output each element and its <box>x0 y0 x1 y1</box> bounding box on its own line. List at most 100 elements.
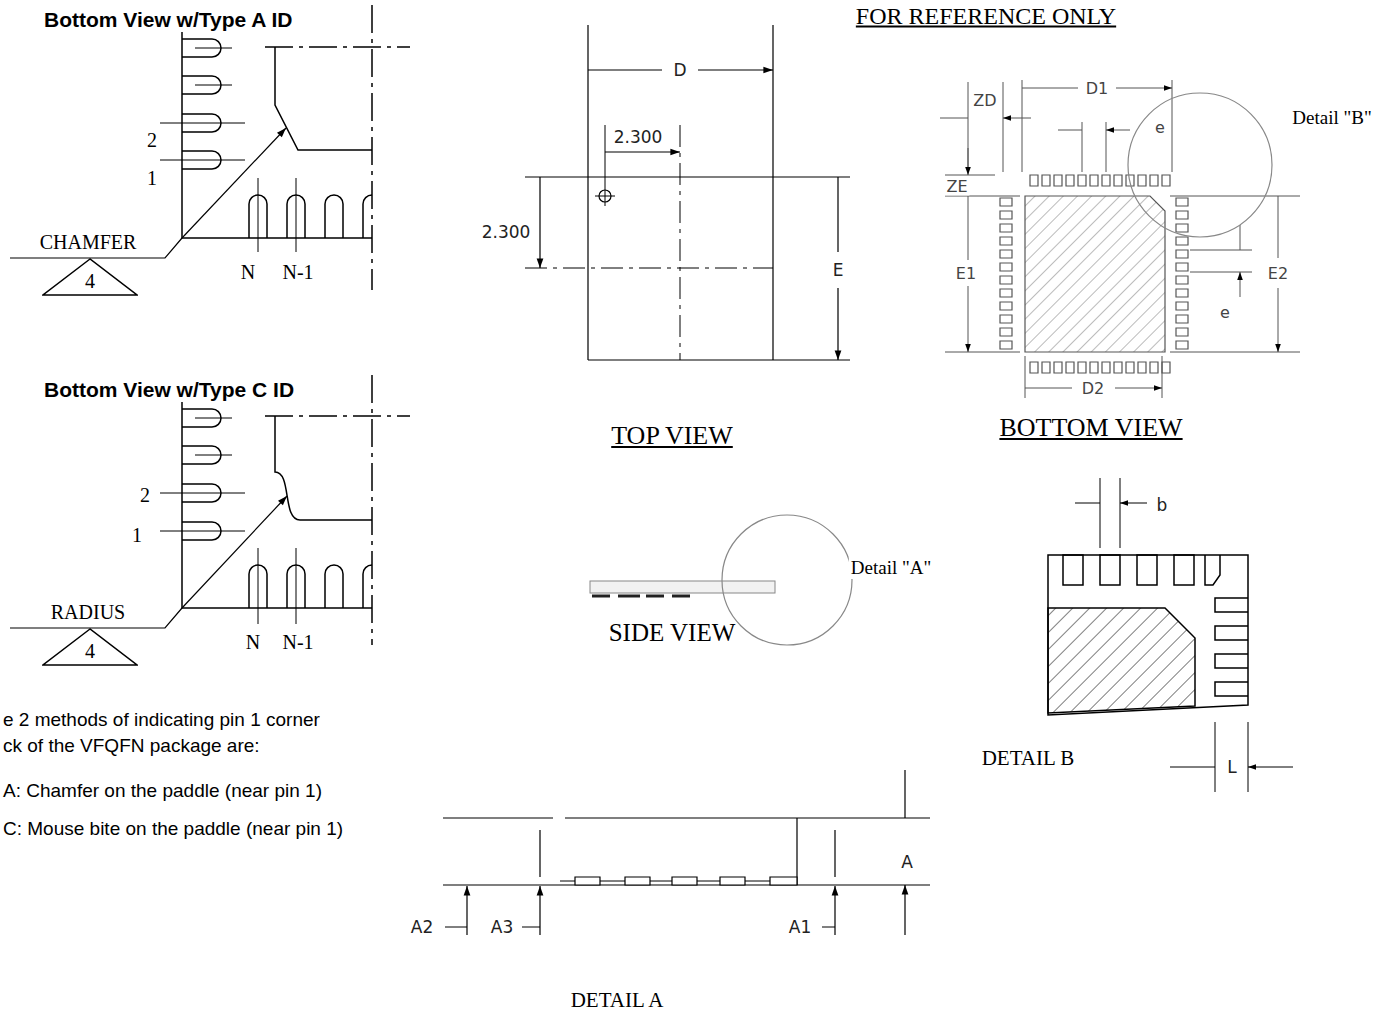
leader-line <box>822 927 835 928</box>
pin-number: 1 <box>145 167 159 190</box>
note-text: ck of the VFQFN package are: <box>1 735 262 757</box>
dimension-label: D1 <box>1084 79 1111 98</box>
detail-title: DETAIL A <box>569 988 666 1013</box>
dimension-arrow <box>539 177 540 268</box>
extension-line <box>605 125 606 186</box>
dimension-label: ZE <box>944 177 969 196</box>
dimension-arrow <box>904 770 905 935</box>
triangle-outline <box>43 259 137 295</box>
bottom-view <box>940 80 1300 398</box>
extension-line <box>1190 250 1252 272</box>
pin-leader <box>160 418 245 531</box>
dimension-label: D <box>671 60 688 80</box>
dimension-label: A1 <box>787 917 813 937</box>
dimension-arrow <box>834 830 835 935</box>
extension-line <box>1082 122 1106 172</box>
dimension-value: 2.300 <box>480 222 533 242</box>
dimension-arrow <box>968 148 969 175</box>
callout-triangle: 4 <box>42 258 138 296</box>
pin-column <box>1176 198 1188 349</box>
detail-a <box>443 770 930 935</box>
pin-row <box>1063 555 1220 585</box>
detail-label: Detail "A" <box>849 557 933 579</box>
drawing-note: FOR REFERENCE ONLY <box>854 3 1118 30</box>
callout-leader <box>10 238 182 258</box>
extension-line <box>1025 356 1162 398</box>
dimension-arrow <box>605 151 680 152</box>
dimension-arrow <box>1075 503 1147 504</box>
dimension-label: E2 <box>1266 264 1290 283</box>
dimension-arrow <box>1058 130 1130 131</box>
extension-line <box>968 82 1003 172</box>
callout-number: 4 <box>85 270 95 292</box>
triangle-outline <box>42 628 138 666</box>
pin-name: N <box>239 261 257 284</box>
pin-column <box>1215 598 1248 696</box>
package-outline <box>182 20 372 238</box>
dimension-arrow <box>1025 388 1162 389</box>
pin-column <box>1000 198 1012 349</box>
dimension-arrow <box>940 118 1031 119</box>
dimension-arrow <box>1170 767 1293 768</box>
dimension-label: A2 <box>409 917 435 937</box>
package-body <box>590 581 775 593</box>
extension-line <box>1100 478 1120 548</box>
view-title: BOTTOM VIEW <box>997 413 1184 443</box>
note-text: A: Chamfer on the paddle (near pin 1) <box>1 780 324 802</box>
dimension-label: e <box>1218 303 1232 322</box>
dimension-arrow <box>588 69 773 70</box>
dimension-label: D2 <box>1080 379 1107 398</box>
pin-row <box>1030 175 1170 186</box>
view-title: SIDE VIEW <box>607 619 738 647</box>
dimension-label: L <box>1225 757 1238 777</box>
package-outline <box>588 25 850 360</box>
dimension-label: A <box>899 852 915 872</box>
view-title: TOP VIEW <box>609 421 735 451</box>
pin-number: 1 <box>130 524 144 547</box>
exposed-paddle <box>1048 608 1195 713</box>
detail-circle <box>722 515 852 645</box>
side-pins <box>182 409 221 540</box>
callout-text: CHAMFER <box>38 231 139 254</box>
type-c-corner <box>10 375 410 645</box>
leader-line <box>445 927 467 928</box>
detail-b <box>1048 478 1293 792</box>
dimension-arrow <box>1022 88 1172 89</box>
package-outline <box>443 818 930 885</box>
top-view <box>525 25 850 360</box>
dimension-label: E <box>831 260 846 280</box>
dimension-label: ZD <box>971 91 998 110</box>
center-line <box>680 125 681 360</box>
view-heading: Bottom View w/Type C ID <box>42 378 296 402</box>
dimension-label: b <box>1155 495 1170 515</box>
center-line <box>265 415 410 417</box>
dimension-arrow <box>1240 225 1241 297</box>
pin-number: 2 <box>145 129 159 152</box>
pin-number: 2 <box>138 484 152 507</box>
center-line <box>525 268 773 269</box>
exposed-paddle <box>1025 196 1165 352</box>
triangle-outline <box>43 629 137 665</box>
callout-arrow <box>182 128 286 238</box>
extension-line <box>1170 196 1300 352</box>
extension-line <box>525 177 588 178</box>
center-line <box>265 46 410 48</box>
triangle-outline <box>42 258 138 296</box>
callout-text: RADIUS <box>49 601 127 624</box>
callout-leader <box>10 608 182 628</box>
pin-leader <box>258 178 296 252</box>
pin-leader <box>258 548 296 624</box>
callout-arrow <box>182 496 287 608</box>
extension-line <box>1215 722 1248 792</box>
view-heading: Bottom View w/Type A ID <box>42 8 295 32</box>
pin1-mark <box>595 186 615 206</box>
extension-line <box>945 175 1020 352</box>
paddle-mouse-bite <box>275 416 372 520</box>
lead <box>592 595 690 598</box>
dimension-arrow <box>466 886 467 935</box>
detail-circle <box>1128 93 1272 237</box>
pin-name: N <box>244 631 262 654</box>
paddle-chamfer <box>275 47 372 150</box>
callout-triangle: 4 <box>42 628 138 666</box>
